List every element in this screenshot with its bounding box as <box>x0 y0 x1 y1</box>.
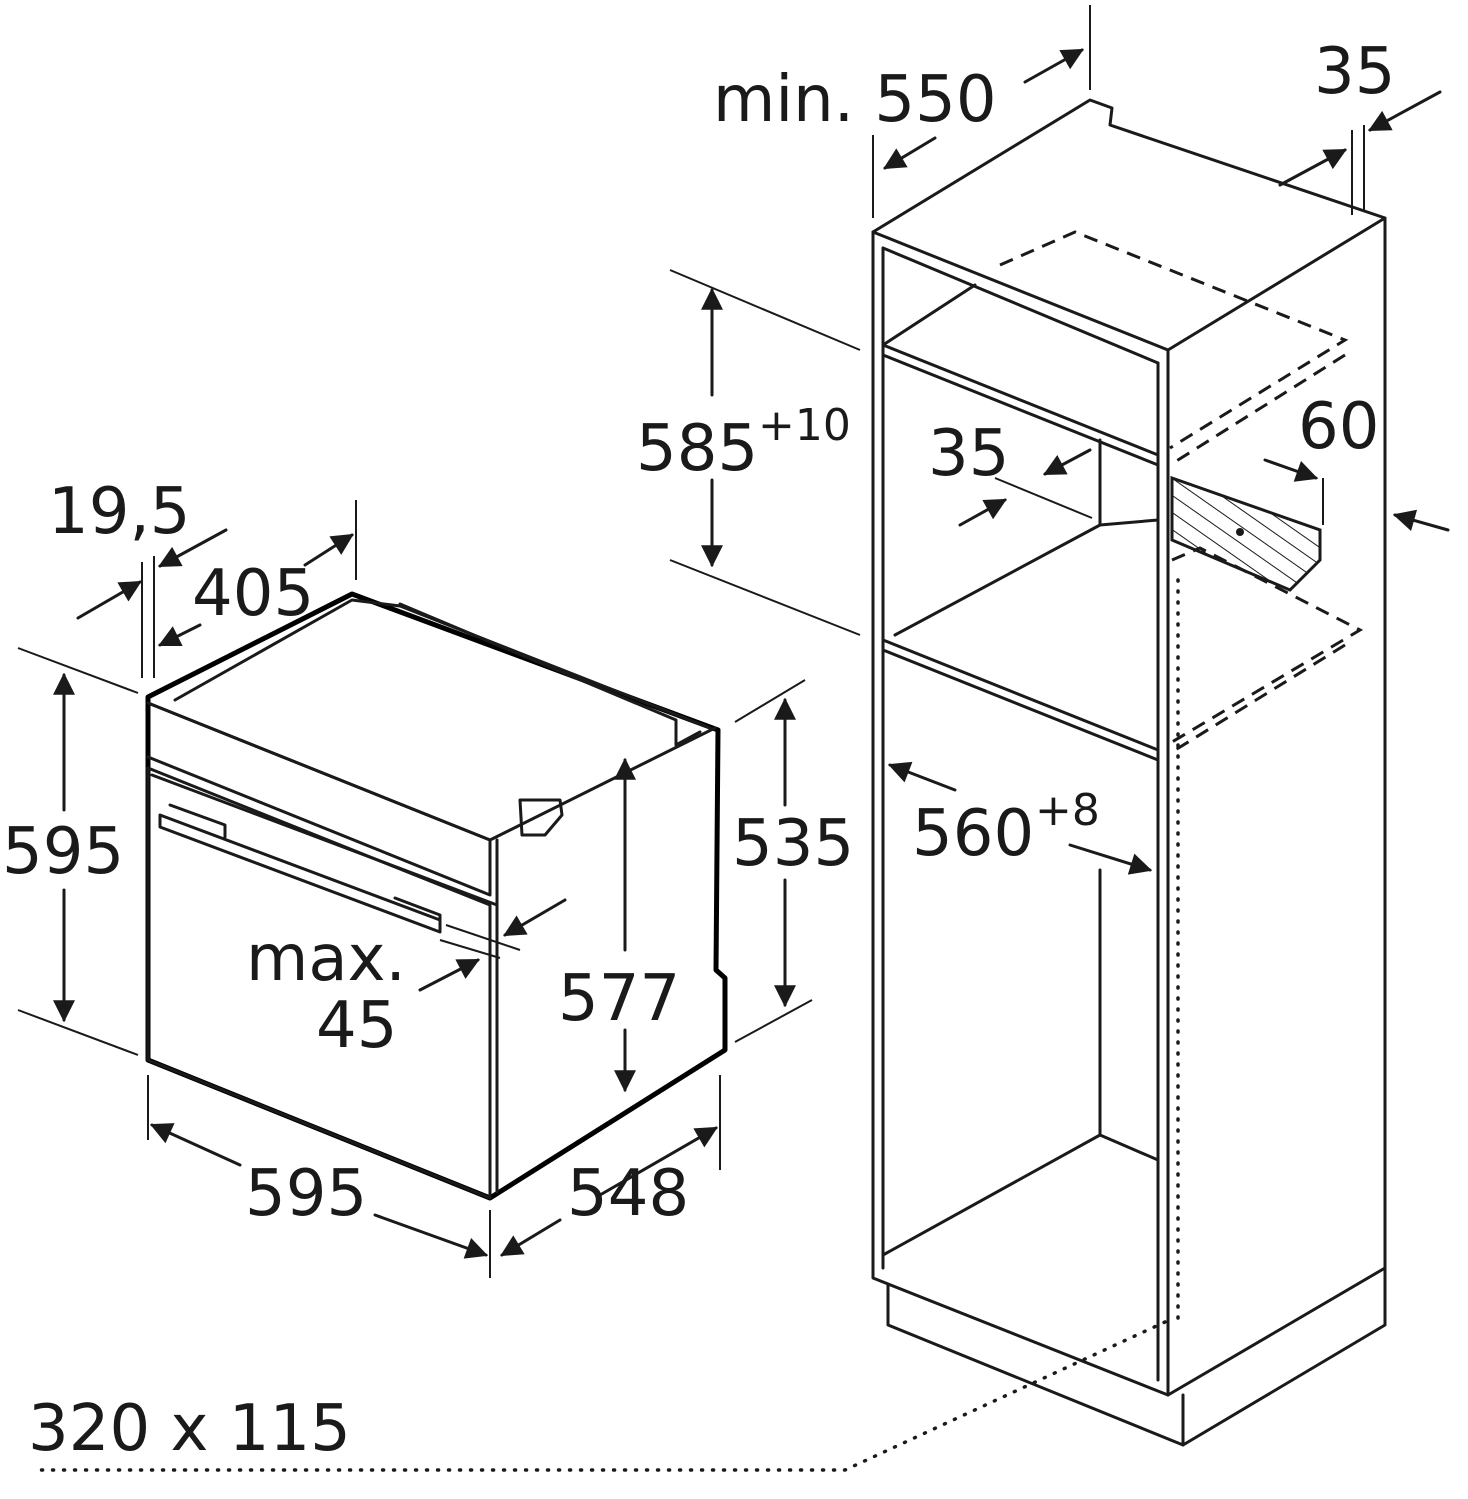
oven-top-back <box>398 602 702 747</box>
cabinet-lower-back <box>881 868 1160 1257</box>
labels: 595 595 548 535 577 19,5 405 max. 45 min… <box>2 35 1395 1466</box>
cabinet <box>871 98 1387 1447</box>
label-oven-width: 595 <box>245 1157 367 1231</box>
label-top-depth: 405 <box>192 557 314 631</box>
cabinet-lower-shelf <box>881 638 1160 762</box>
label-oven-door-height: 577 <box>558 962 680 1036</box>
oven <box>145 591 728 1201</box>
oven-door-top-edge <box>150 773 499 907</box>
cabinet-top-frame <box>881 246 1160 365</box>
label-handle-max: max. <box>246 922 406 996</box>
oven-handle-right-bracket <box>518 798 564 837</box>
label-niche-height: 585 <box>636 412 758 486</box>
cabinet-front-left <box>871 230 1170 1397</box>
cabinet-niche-back <box>893 438 1160 637</box>
label-panel-depth: 19,5 <box>48 475 191 549</box>
oven-handle <box>158 803 442 934</box>
oven-control-panel <box>146 701 492 897</box>
label-vent-opening: 320 x 115 <box>28 1392 351 1466</box>
label-niche-height-tol: +10 <box>758 400 851 451</box>
label-oven-body-height: 535 <box>732 807 854 881</box>
oven-dimensions <box>17 500 813 1278</box>
cabinet-dimensions <box>36 5 1450 1472</box>
label-inner-offset: 35 <box>928 417 1009 491</box>
cabinet-top <box>871 98 1387 352</box>
label-oven-height: 595 <box>2 815 124 889</box>
cabinet-dashed-top <box>999 230 1349 467</box>
oven-top-inner <box>173 598 712 730</box>
label-cabinet-min-depth: min. 550 <box>713 63 997 137</box>
label-handle-value: 45 <box>316 989 397 1063</box>
label-rear-gap: 35 <box>1314 35 1395 109</box>
label-niche-width-tol: +8 <box>1035 785 1100 836</box>
cabinet-plinth <box>886 1266 1387 1447</box>
label-vent-depth: 60 <box>1298 390 1379 464</box>
cabinet-vent-screw <box>1236 528 1244 536</box>
label-niche-width: 560 <box>912 797 1034 871</box>
oven-top-face <box>145 591 728 1201</box>
label-oven-depth: 548 <box>567 1157 689 1231</box>
cabinet-front-inner <box>881 246 1160 1382</box>
oven-top-front-edge <box>146 701 717 842</box>
cabinet-dashed-shelf <box>1171 546 1364 754</box>
cabinet-vent-panel <box>1170 475 1322 592</box>
cabinet-upper-shelf <box>881 283 1160 467</box>
